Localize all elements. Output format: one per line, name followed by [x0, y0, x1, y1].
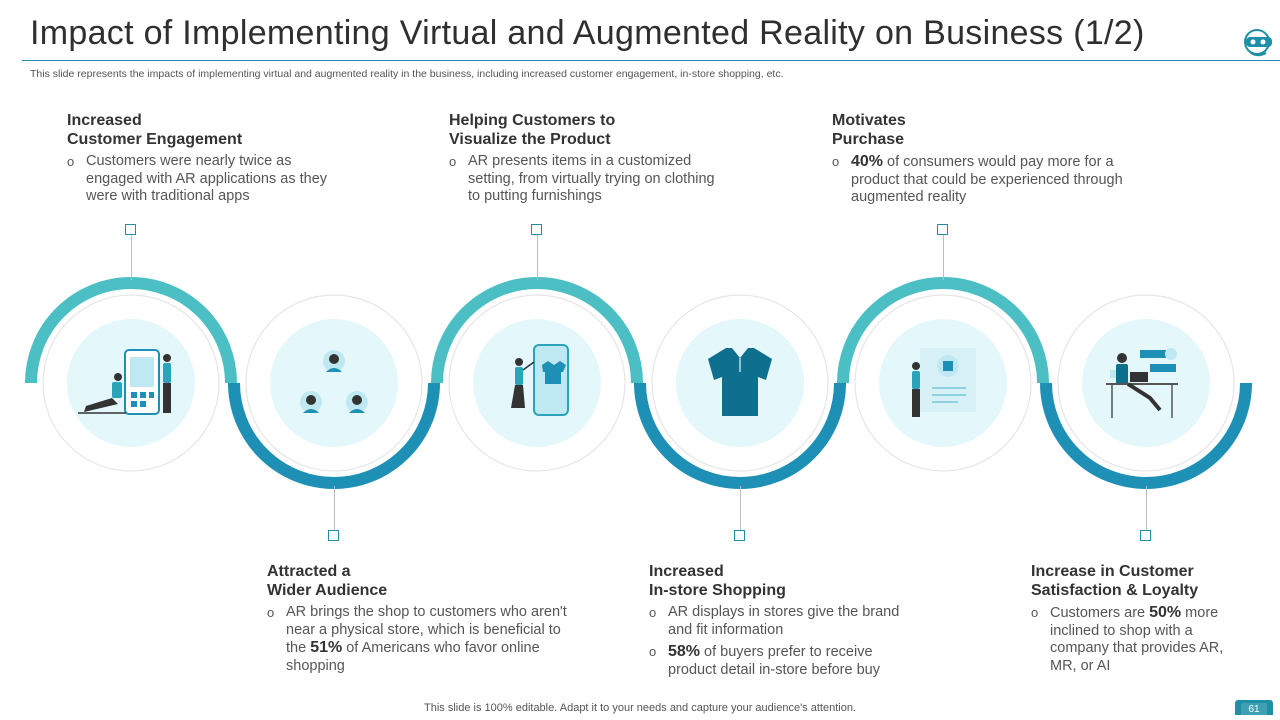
arc-top-1 — [25, 277, 237, 384]
connector-line-1 — [131, 235, 132, 280]
virtual-try-on-icon — [511, 344, 569, 416]
arc-top-3 — [431, 277, 643, 384]
slide-subtitle: This slide represents the impacts of imp… — [30, 68, 784, 80]
impact-bullet: 58% of buyers prefer to receive product … — [649, 643, 909, 679]
impact-bullet: Customers were nearly twice as engaged w… — [67, 153, 337, 206]
impact-title: Motivates Purchase — [832, 112, 906, 148]
slide-footer: This slide is 100% editable. Adapt it to… — [424, 702, 856, 714]
marker-2 — [328, 530, 339, 541]
arc-top-5 — [837, 277, 1049, 384]
impact-title: Increase in Customer Satisfaction & Loya… — [1031, 563, 1199, 599]
people-with-phone-icon — [78, 349, 171, 415]
impact-bullet: AR presents items in a customized settin… — [449, 153, 729, 206]
title-underline — [22, 60, 1280, 61]
impact-block-4: Increased In-store Shopping AR displays … — [649, 562, 909, 679]
impact-title: Helping Customers to Visualize the Produ… — [449, 112, 616, 148]
connector-line-3 — [537, 235, 538, 280]
connector-line-4 — [740, 486, 741, 530]
slide-title: Impact of Implementing Virtual and Augme… — [30, 14, 1145, 52]
impact-block-6: Increase in Customer Satisfaction & Loya… — [1031, 562, 1246, 675]
audience-group-icon — [300, 350, 368, 413]
impact-block-3: Helping Customers to Visualize the Produ… — [449, 111, 729, 206]
impact-block-1: Increased Customer Engagement Customers … — [67, 111, 337, 206]
vr-headset-logo-icon — [1244, 29, 1272, 57]
page-number: 61 — [1248, 704, 1260, 715]
connector-line-5 — [943, 235, 944, 280]
impact-block-5: Motivates Purchase 40% of consumers woul… — [832, 111, 1132, 207]
page-number-badge: 61 — [1235, 700, 1273, 715]
presentation-board-icon — [912, 348, 976, 417]
impact-bullet: Customers are 50% more inclined to shop … — [1031, 604, 1246, 675]
customer-satisfaction-icon — [1106, 348, 1178, 418]
polo-shirt-icon — [708, 348, 772, 416]
impact-bullet: 40% of consumers would pay more for a pr… — [832, 153, 1132, 207]
marker-1 — [125, 224, 136, 235]
impact-bullet: AR brings the shop to customers who aren… — [267, 604, 577, 675]
impact-block-2: Attracted a Wider Audience AR brings the… — [267, 562, 577, 675]
connector-line-2 — [334, 486, 335, 530]
impact-title: Increased In-store Shopping — [649, 563, 786, 599]
impact-title: Increased Customer Engagement — [67, 112, 243, 148]
impact-bullet: AR displays in stores give the brand and… — [649, 604, 909, 639]
marker-6 — [1140, 530, 1151, 541]
arc-bottom-2 — [228, 382, 440, 489]
connector-line-6 — [1146, 486, 1147, 530]
impact-title: Attracted a Wider Audience — [267, 563, 388, 599]
marker-3 — [531, 224, 542, 235]
marker-5 — [937, 224, 948, 235]
arc-bottom-4 — [634, 382, 846, 489]
marker-4 — [734, 530, 745, 541]
circle-2 — [245, 294, 423, 472]
arc-bottom-6 — [1040, 382, 1252, 489]
